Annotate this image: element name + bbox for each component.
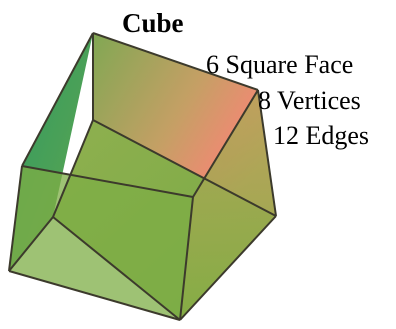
vertices-label: 8 Vertices (258, 86, 361, 115)
cube-right-face (180, 90, 276, 320)
cube-edges (8, 32, 277, 321)
edges-label: 12 Edges (273, 121, 370, 150)
faces-label: 6 Square Face (206, 50, 354, 79)
cube-bottom-face (9, 166, 193, 320)
cube-title: Cube (122, 8, 184, 38)
